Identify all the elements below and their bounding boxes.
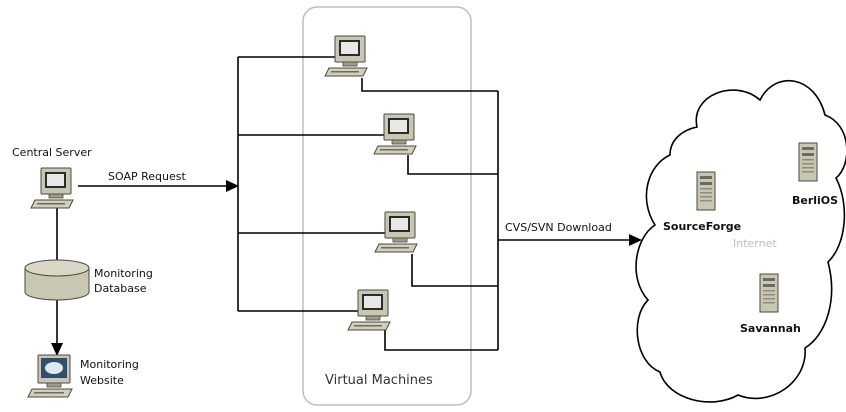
monitoring-database-label-2: Database bbox=[94, 282, 147, 295]
soap-request-label: SOAP Request bbox=[108, 170, 186, 183]
virtual-machines-group bbox=[302, 6, 472, 406]
monitor-icon bbox=[27, 354, 73, 398]
website-arrowhead bbox=[51, 343, 63, 356]
vm-out-wire-4 bbox=[384, 330, 498, 351]
soap-arrowhead bbox=[226, 180, 239, 192]
vm-computer-icon-1 bbox=[324, 35, 368, 77]
vm-computer-icon-2 bbox=[373, 113, 417, 155]
monitoring-website-label-1: Monitoring bbox=[80, 358, 139, 371]
monitoring-website-label-2: Website bbox=[80, 374, 124, 387]
savannah-label: Savannah bbox=[740, 322, 801, 335]
vm-computer-icon-4 bbox=[347, 289, 391, 331]
internet-cloud bbox=[635, 79, 846, 403]
vm-out-wire-3 bbox=[411, 254, 498, 287]
sourceforge-label: SourceForge bbox=[663, 220, 741, 233]
database-icon bbox=[24, 259, 90, 301]
virtual-machines-label: Virtual Machines bbox=[325, 373, 433, 388]
download-arrowhead bbox=[629, 234, 642, 246]
internet-label: Internet bbox=[733, 237, 777, 250]
vm-computer-icon-3 bbox=[374, 211, 418, 253]
berlios-server-icon bbox=[798, 142, 818, 182]
savannah-server-icon bbox=[759, 273, 779, 313]
cvs-svn-download-label: CVS/SVN Download bbox=[505, 221, 612, 234]
central-server-label: Central Server bbox=[12, 146, 92, 159]
vm-out-wire-1 bbox=[361, 78, 498, 92]
central-server-icon bbox=[30, 167, 74, 209]
berlios-label: BerliOS bbox=[792, 194, 838, 207]
sourceforge-server-icon bbox=[696, 171, 716, 211]
vm-out-wire-2 bbox=[407, 155, 498, 175]
monitoring-database-label-1: Monitoring bbox=[94, 267, 153, 280]
